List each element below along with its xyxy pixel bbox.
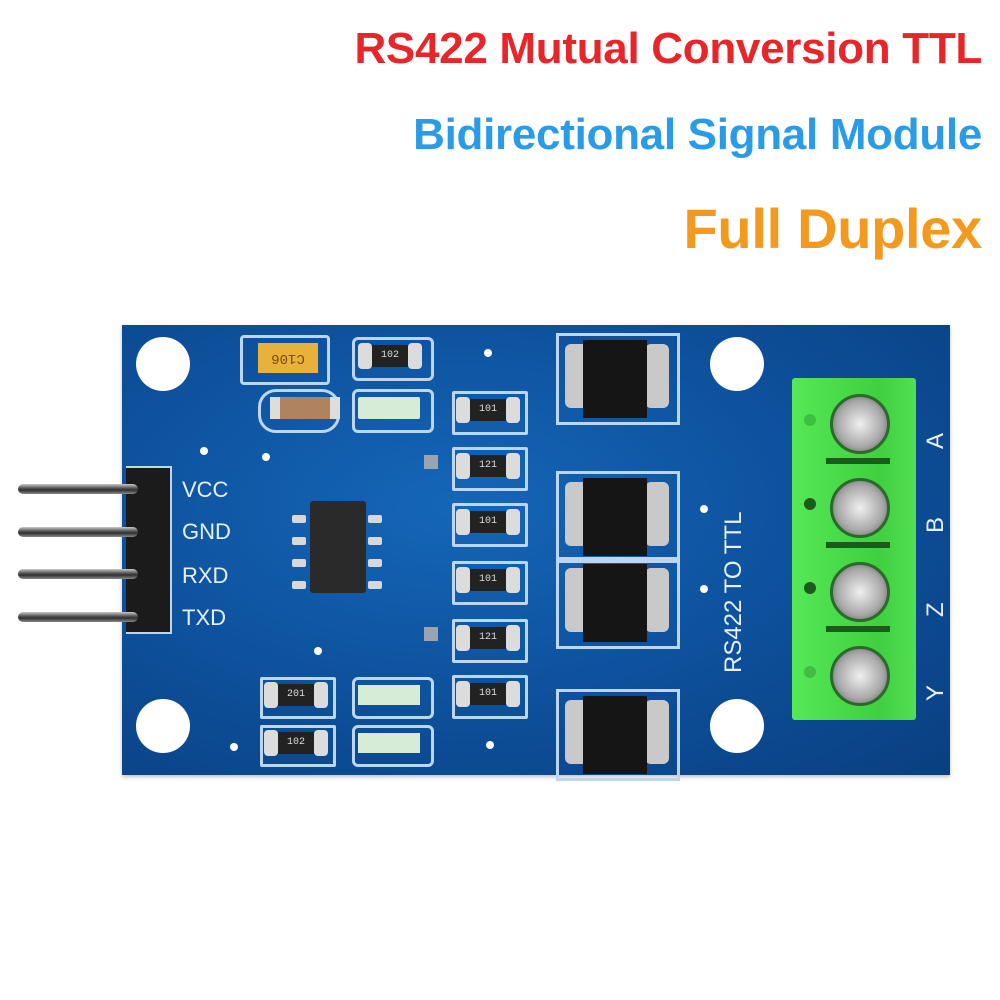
resistor-outline — [452, 675, 528, 719]
mounting-hole-top-left — [136, 337, 190, 391]
terminal-divider — [826, 542, 890, 548]
via — [700, 585, 708, 593]
led-indicator — [358, 397, 420, 419]
terminal-dot — [804, 498, 816, 510]
resistor-column-2: 101 — [456, 509, 520, 535]
tvs-diode-3 — [556, 557, 680, 649]
silkscreen-title: RS422 TO TTL — [720, 511, 747, 673]
resistor-column-4: 121 — [456, 625, 520, 651]
test-pad — [424, 455, 438, 469]
header-pin-rxd — [18, 569, 138, 579]
via — [700, 505, 708, 513]
resistor-102-bottom: 102 — [264, 730, 328, 756]
via — [230, 743, 238, 751]
led-tx — [358, 733, 420, 753]
via — [262, 453, 270, 461]
terminal-dot — [804, 582, 816, 594]
pin-label-gnd: GND — [182, 519, 231, 544]
tvs-diode-2 — [556, 471, 680, 563]
terminal-dot — [804, 666, 816, 678]
led-outline — [352, 725, 434, 767]
terminal-label-a: A — [922, 432, 949, 449]
resistor-outline — [452, 391, 528, 435]
screw-b — [830, 478, 890, 538]
pin-header — [126, 466, 172, 634]
screw-terminal-block — [792, 378, 916, 720]
screw-y — [830, 646, 890, 706]
terminal-dot — [804, 414, 816, 426]
screw-z — [830, 562, 890, 622]
ic-pin — [292, 581, 306, 589]
header-pin-txd — [18, 612, 138, 622]
via — [484, 349, 492, 357]
capacitor-outline — [240, 335, 330, 385]
test-pad — [424, 627, 438, 641]
ic-pin — [368, 537, 382, 545]
tvs-diode-1 — [556, 333, 680, 425]
via — [314, 647, 322, 655]
pin-label-txd: TXD — [182, 605, 226, 630]
led-rx — [358, 685, 420, 705]
mounting-hole-bottom-right — [710, 699, 764, 753]
ic-pin — [292, 515, 306, 523]
resistor-outline — [452, 619, 528, 663]
led-outline — [352, 389, 434, 433]
tvs-diode-4 — [556, 689, 680, 781]
ic-pin — [368, 581, 382, 589]
resistor-column-3: 101 — [456, 567, 520, 593]
resistor-column-1: 121 — [456, 453, 520, 479]
ic-pin — [368, 559, 382, 567]
headline-line-1: RS422 Mutual Conversion TTL — [354, 24, 982, 73]
ceramic-capacitor — [270, 397, 340, 419]
via — [486, 741, 494, 749]
resistor-column-0: 101 — [456, 397, 520, 423]
ic-pin — [292, 537, 306, 545]
resistor-201: 201 — [264, 682, 328, 708]
via — [200, 447, 208, 455]
terminal-label-y: Y — [922, 684, 949, 701]
terminal-label-z: Z — [922, 602, 949, 617]
mounting-hole-top-right — [710, 337, 764, 391]
screw-a — [830, 394, 890, 454]
resistor-outline — [452, 503, 528, 547]
resistor-outline — [260, 725, 336, 767]
led-outline — [352, 677, 434, 719]
resistor-outline — [352, 337, 434, 381]
terminal-divider — [826, 458, 890, 464]
resistor-outline — [260, 677, 336, 719]
headline-line-2: Bidirectional Signal Module — [413, 110, 982, 159]
header-pin-gnd — [18, 527, 138, 537]
rs422-transceiver-ic — [310, 501, 366, 593]
mounting-hole-bottom-left — [136, 699, 190, 753]
header-pin-vcc — [18, 484, 138, 494]
terminal-divider — [826, 626, 890, 632]
terminal-label-b: B — [922, 516, 949, 533]
resistor-column-5: 101 — [456, 681, 520, 707]
tantalum-capacitor: C106 — [258, 343, 318, 373]
ic-pin — [368, 515, 382, 523]
ic-pin — [292, 559, 306, 567]
pin-label-vcc: VCC — [182, 477, 229, 502]
resistor-outline — [452, 561, 528, 605]
pin-label-rxd: RXD — [182, 563, 229, 588]
resistor-102-top: 102 — [358, 343, 422, 369]
resistor-outline — [452, 447, 528, 491]
headline-line-3: Full Duplex — [683, 197, 983, 260]
